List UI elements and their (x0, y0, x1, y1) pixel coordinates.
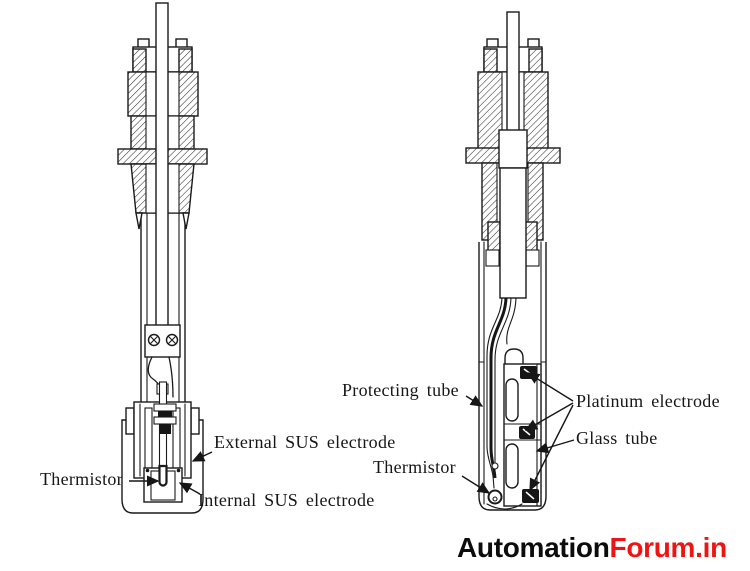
right-thermistor-bead (486, 489, 523, 510)
leader-lines (129, 372, 575, 495)
leader-platinum-middle (524, 402, 574, 431)
left-thermistor-bulb (158, 464, 168, 487)
label-platinum-electrode: Platinum electrode (576, 391, 720, 411)
leader-platinum-top (526, 372, 574, 402)
leader-protecting-tube (465, 395, 484, 407)
label-thermistor-right: Thermistor (373, 457, 456, 477)
leader-internal-sus-electrode (178, 482, 201, 495)
left-center-rod (155, 2, 169, 328)
glass-slot-lower (505, 443, 519, 489)
label-external-sus-electrode: External SUS electrode (214, 432, 396, 452)
label-glass-tube: Glass tube (576, 428, 658, 448)
watermark-brand: Automation (457, 532, 610, 563)
right-rod-block (498, 129, 528, 169)
leader-external-sus-electrode (191, 451, 213, 462)
glass-slot-upper (505, 378, 519, 422)
left-mounting-bracket (144, 324, 181, 358)
glass-tube (503, 348, 542, 507)
label-thermistor-left: Thermistor (40, 469, 123, 489)
label-protecting-tube: Protecting tube (342, 380, 459, 400)
leader-thermistor-right (461, 475, 491, 494)
watermark-suffix: Forum.in (609, 532, 728, 563)
right-center-rod (506, 11, 520, 135)
leader-glass-tube (535, 439, 575, 454)
right-lead-wires (486, 297, 517, 489)
wire-bead (491, 462, 499, 470)
left-probe-diagram (117, 2, 208, 514)
right-center-tube (499, 167, 527, 299)
left-connector-stack (153, 403, 177, 434)
glass-dome (504, 348, 524, 364)
right-probe-diagram (465, 11, 561, 511)
label-internal-sus-electrode: Internal SUS electrode (198, 490, 375, 510)
leader-platinum-bottom (529, 404, 574, 492)
watermark: AutomationForum.in (457, 532, 727, 564)
